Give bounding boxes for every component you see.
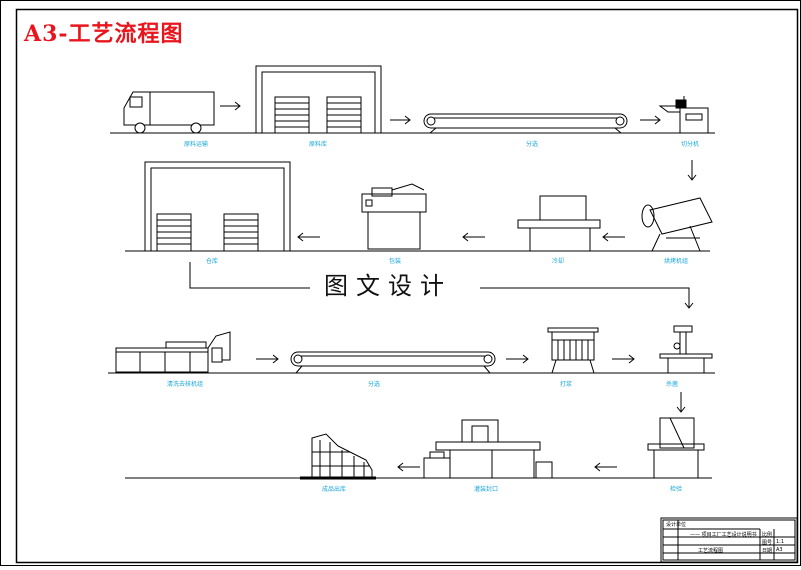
title-block-unit: 设计单位 xyxy=(666,522,687,528)
title-block-drawing-name: 工艺流程图 xyxy=(698,548,724,554)
arrow-right-icon xyxy=(506,354,529,364)
conveyor-icon xyxy=(290,351,496,374)
step-label-warehouse: 仓库 xyxy=(205,258,219,265)
cooling-tunnel-icon xyxy=(517,195,601,251)
roasting-drum-icon xyxy=(641,197,713,252)
sterilizer-icon xyxy=(659,325,713,373)
step-label-sorting-2: 分选 xyxy=(367,381,381,388)
step-label-inspection: 检验 xyxy=(669,486,683,493)
arrow-left-icon xyxy=(594,462,617,472)
step-label-product-out: 成品出库 xyxy=(321,486,347,493)
arrow-right-icon xyxy=(640,115,661,125)
step-label-cutting: 切分机 xyxy=(680,141,700,148)
packaging-machine-icon xyxy=(361,183,427,250)
warehouse-icon xyxy=(255,65,382,134)
step-label-roasting: 烘烤机组 xyxy=(663,258,689,265)
title-block-sheet-value: A3 xyxy=(776,547,783,553)
drawing-title: A3-工艺流程图 xyxy=(24,21,184,47)
title-block-scale-value: 1:1 xyxy=(776,539,785,545)
inner-border xyxy=(15,8,799,564)
arrow-right-icon xyxy=(256,354,279,364)
arrow-left-icon xyxy=(297,232,320,242)
arrow-left-icon xyxy=(397,462,420,472)
step-label-washing: 清洗去核机组 xyxy=(166,381,204,388)
step-label-raw-transport: 原料运输 xyxy=(183,141,209,148)
title-block xyxy=(660,517,798,563)
washing-machine-icon xyxy=(115,331,231,373)
step-label-sterilizing: 杀菌 xyxy=(665,381,679,388)
cutting-machine-icon xyxy=(658,96,709,134)
step-label-cooling: 冷却 xyxy=(551,258,565,265)
step-label-packaging: 包装 xyxy=(388,258,402,265)
pulping-machine-icon xyxy=(547,327,599,374)
arrow-right-icon xyxy=(220,101,241,111)
inspection-table-icon xyxy=(647,417,705,478)
filling-sealing-machine-icon xyxy=(423,419,553,479)
step-label-sorting-1: 分选 xyxy=(525,141,539,148)
arrow-down-icon xyxy=(676,392,686,413)
flow-connector-line xyxy=(189,262,694,309)
title-block-sheet-label: 图号 xyxy=(762,540,773,546)
title-block-scale-label: 比例 xyxy=(762,532,773,538)
conveyor-icon xyxy=(423,113,628,134)
step-label-pulping: 打浆 xyxy=(559,381,573,388)
arrow-left-icon xyxy=(602,232,625,242)
watermark-text: 图文设计 xyxy=(318,266,458,301)
arrow-left-icon xyxy=(462,232,485,242)
arrow-right-icon xyxy=(612,354,635,364)
truck-icon xyxy=(123,91,215,134)
title-block-project: —— 项目工厂工艺设计说明书 xyxy=(690,532,757,538)
warehouse-icon xyxy=(144,161,291,252)
arrow-right-icon xyxy=(390,115,411,125)
arrow-down-icon xyxy=(687,160,697,181)
finished-goods-pile-icon xyxy=(300,433,376,480)
step-label-raw-warehouse: 原料库 xyxy=(308,141,328,148)
title-block-date-label: 日期 xyxy=(762,548,773,554)
step-label-filling: 灌装封口 xyxy=(473,486,499,493)
